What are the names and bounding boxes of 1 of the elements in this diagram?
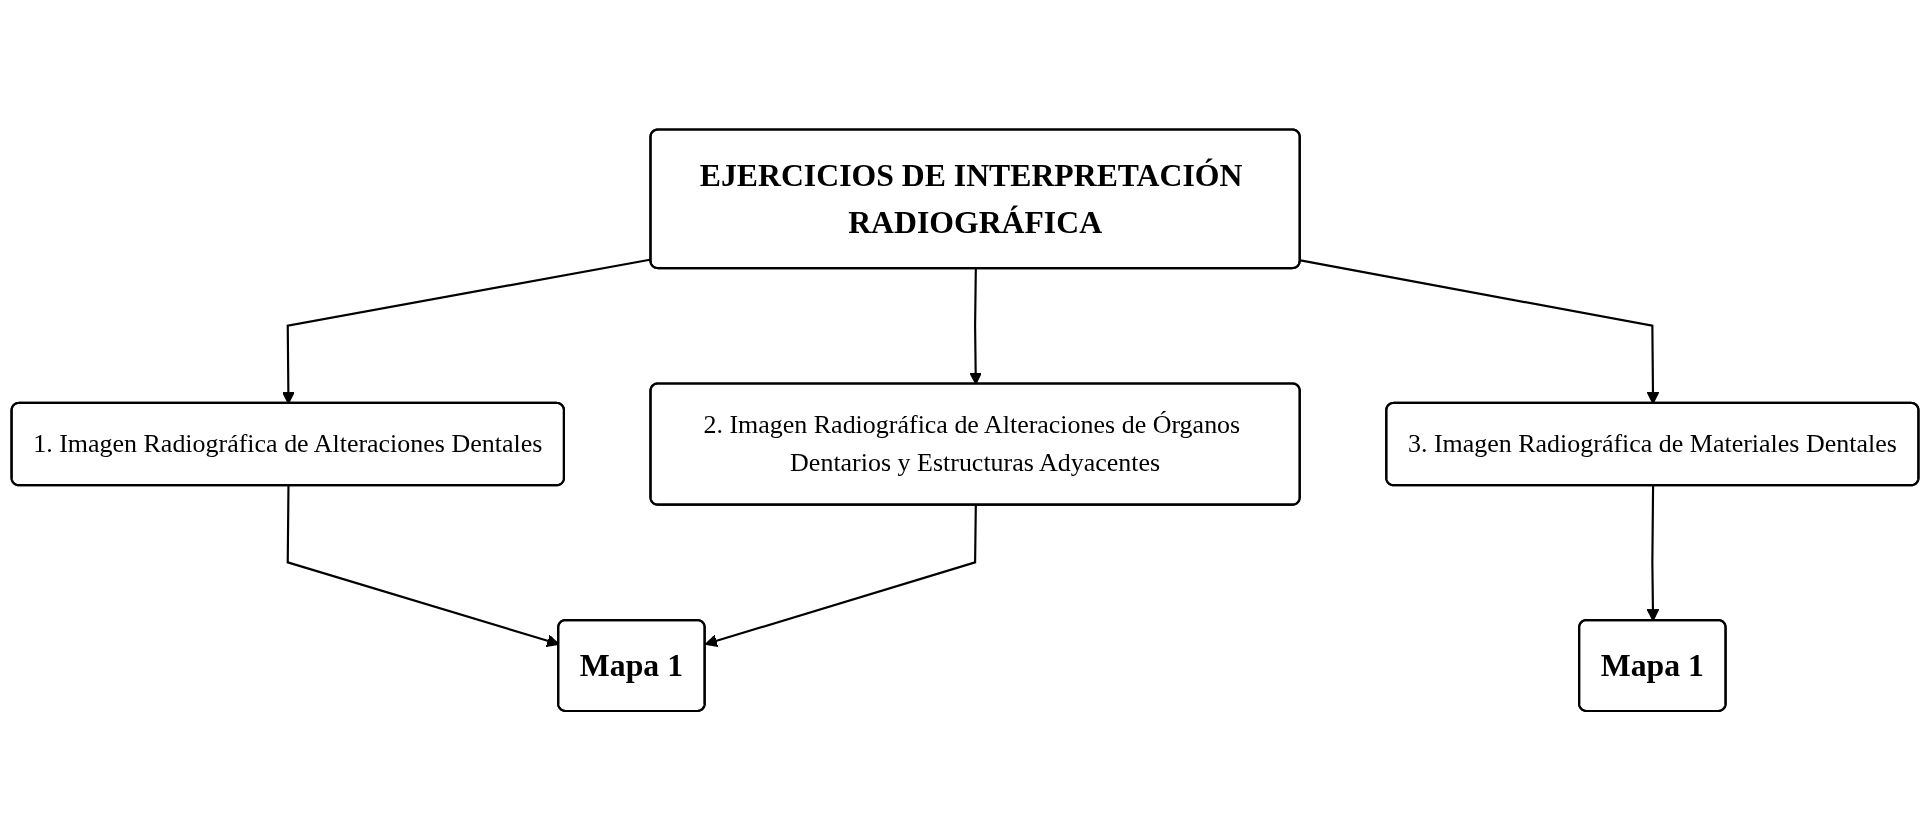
arrow — [704, 505, 977, 647]
